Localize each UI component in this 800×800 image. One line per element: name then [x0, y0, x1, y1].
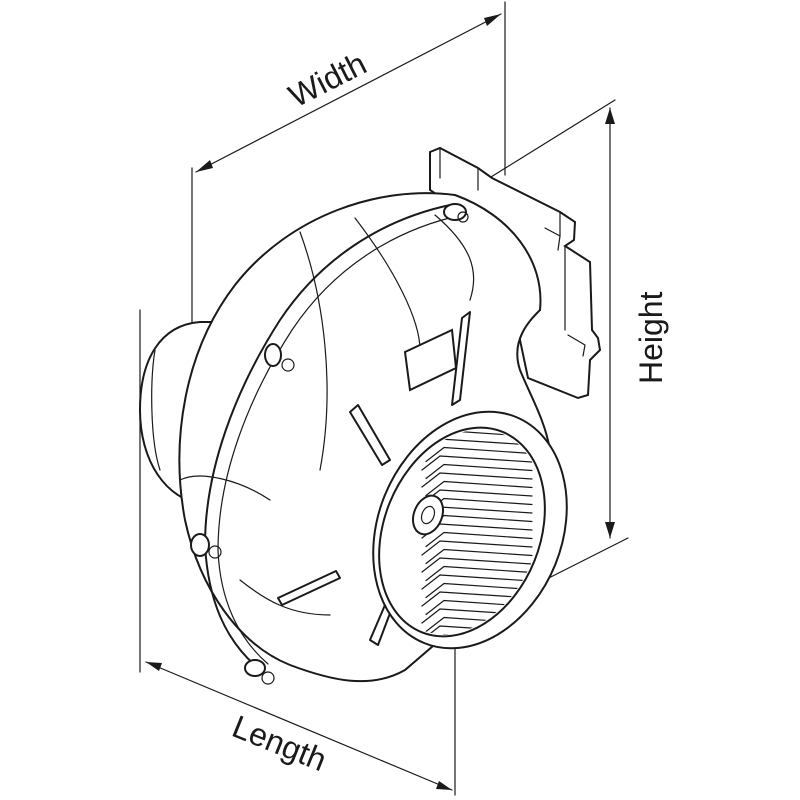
housing-clip-top	[443, 203, 469, 223]
rib-top	[451, 311, 471, 406]
housing-clip-bottom	[244, 659, 275, 685]
housing-seam-outer	[204, 204, 451, 669]
impeller-blade	[421, 557, 533, 573]
housing-contour-5	[179, 475, 271, 501]
length-arrowhead-right	[436, 781, 452, 790]
impeller-blade	[425, 446, 533, 463]
length-arrowhead-left	[146, 662, 162, 671]
height-arrowhead-bottom	[605, 522, 615, 538]
housing-contour-4	[239, 579, 331, 616]
length-label: Length	[227, 708, 331, 778]
height-extension-top	[469, 99, 616, 191]
motor-contour	[151, 349, 161, 471]
width-arrowhead-right	[484, 14, 501, 26]
impeller-blade	[421, 540, 533, 556]
impeller-blade	[421, 574, 533, 590]
impeller-blade	[425, 565, 533, 582]
impeller-blade	[425, 531, 533, 548]
rib-left	[349, 404, 391, 466]
width-dimension-line	[195, 13, 502, 173]
housing-contour-3	[434, 214, 475, 301]
impeller-hub	[412, 494, 444, 536]
width-arrowhead-left	[196, 160, 213, 172]
impeller-blade	[425, 582, 533, 599]
impeller-hub-center	[420, 505, 436, 525]
impeller-blade	[425, 480, 533, 497]
length-dimension-line	[145, 661, 453, 791]
height-dimension: Height	[469, 99, 669, 591]
flange-slot-bottom	[567, 334, 586, 357]
impeller-blade	[421, 472, 533, 488]
impeller-blade	[425, 463, 533, 480]
housing-seam-inner	[217, 214, 463, 665]
height-arrowhead-top	[605, 108, 615, 124]
housing-clip-upper-left	[264, 343, 295, 372]
housing-contour-2	[354, 217, 421, 351]
flange-slot-top	[544, 227, 561, 251]
impeller-blade	[421, 591, 533, 607]
impeller-blade	[421, 455, 533, 471]
housing-clip-lower-left	[190, 533, 222, 559]
height-label: Height	[633, 291, 669, 384]
impeller-blade	[425, 599, 533, 616]
inlet-ring-inner	[378, 426, 546, 638]
impeller-blade	[425, 548, 533, 565]
housing-contour-1	[299, 231, 328, 471]
rib-bottom	[277, 570, 341, 606]
centrifugal-blower-icon	[138, 146, 602, 685]
flange-edge-lines	[439, 147, 561, 237]
